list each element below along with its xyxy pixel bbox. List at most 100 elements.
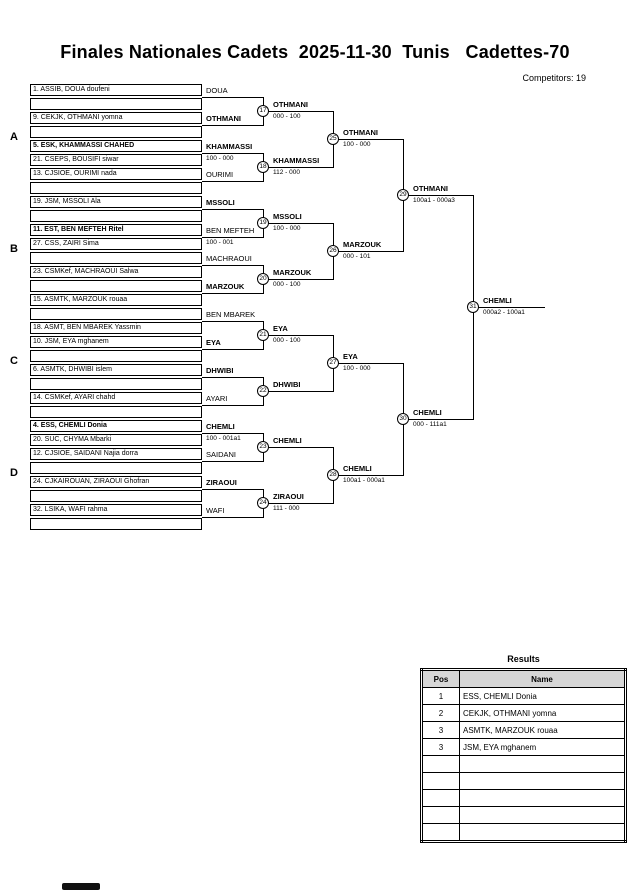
results-col-pos: Pos <box>421 669 460 688</box>
connector-line <box>263 111 333 112</box>
bracket-slot <box>30 462 202 474</box>
bracket-slot <box>30 378 202 390</box>
pool-letter: A <box>10 131 18 143</box>
connector-line <box>202 125 263 126</box>
match-score: 100a1 - 000a1 <box>343 477 385 484</box>
match-number-circle: 29 <box>397 189 409 201</box>
bracket-slot <box>30 126 202 138</box>
match-number-circle: 27 <box>327 357 339 369</box>
winner-label: OTHMANI <box>343 128 378 137</box>
bracket-slot: 15. ASMTK, MARZOUK rouaa <box>30 294 202 306</box>
results-row <box>421 806 626 824</box>
connector-line <box>202 517 263 518</box>
bracket-slot <box>30 350 202 362</box>
bracket-slot: 24. CJKAIROUAN, ZIRAOUI Ghofran <box>30 476 202 488</box>
match-number-circle: 25 <box>327 133 339 145</box>
results-cell <box>421 823 460 842</box>
match-score: 111 - 000 <box>273 505 300 512</box>
winner-label: MACHRAOUI <box>206 254 252 263</box>
match-score: 100 - 000 <box>343 365 371 372</box>
bracket-slot <box>30 308 202 320</box>
winner-label: MSSOLI <box>273 212 302 221</box>
match-number-circle: 17 <box>257 105 269 117</box>
winner-label: ZIRAOUI <box>273 492 304 501</box>
connector-line <box>333 475 403 476</box>
connector-line <box>202 405 263 406</box>
winner-label: SAIDANI <box>206 450 237 459</box>
bracket-slot <box>30 406 202 418</box>
page-title: Finales Nationales Cadets 2025-11-30 Tun… <box>60 42 570 62</box>
connector-line <box>263 503 333 504</box>
results-cell: 2 <box>421 704 460 722</box>
connector-line <box>403 195 473 196</box>
results-row <box>421 772 626 790</box>
winner-label: OTHMANI <box>413 184 448 193</box>
connector-line <box>263 447 333 448</box>
connector-line <box>202 461 263 462</box>
connector-line <box>202 181 263 182</box>
winner-label: CHEMLI <box>343 464 372 473</box>
match-score: 000 - 100 <box>273 281 301 288</box>
connector-line <box>202 433 263 434</box>
results-cell <box>459 772 626 790</box>
pool-letter: C <box>10 355 18 367</box>
match-number-circle: 21 <box>257 329 269 341</box>
results-cell <box>421 755 460 773</box>
bracket-slot: 12. CJSIOE, SAIDANI Najia dorra <box>30 448 202 460</box>
bracket-slot <box>30 518 202 530</box>
match-score: 100 - 000 <box>206 155 234 162</box>
match-number-circle: 23 <box>257 441 269 453</box>
connector-line <box>473 307 545 308</box>
match-score: 000a2 - 100a1 <box>483 309 525 316</box>
match-score: 000 - 100 <box>273 337 301 344</box>
connector-line <box>202 349 263 350</box>
bracket-slot: 27. CSS, ZAIRI Sima <box>30 238 202 250</box>
bracket-slot <box>30 490 202 502</box>
winner-label: KHAMMASSI <box>206 142 253 151</box>
bracket-slot: 20. SUC, CHYMA Mbarki <box>30 434 202 446</box>
results-cell <box>459 823 626 842</box>
connector-line <box>202 489 263 490</box>
winner-label: BEN MEFTEH <box>206 226 255 235</box>
match-score: 112 - 000 <box>273 169 300 176</box>
bracket-slot: 32. LSIKA, WAFI rahma <box>30 504 202 516</box>
match-number-circle: 20 <box>257 273 269 285</box>
match-score: 100 - 001a1 <box>206 435 241 442</box>
match-score: 100a1 - 000a3 <box>413 197 455 204</box>
winner-label: ZIRAOUI <box>206 478 237 487</box>
match-number-circle: 18 <box>257 161 269 173</box>
results-row <box>421 755 626 773</box>
results-header-row: Pos Name <box>421 669 626 688</box>
winner-label: MARZOUK <box>273 268 312 277</box>
bracket-slot <box>30 280 202 292</box>
winner-label: DOUA <box>206 86 228 95</box>
connector-line <box>333 363 403 364</box>
results-cell <box>421 772 460 790</box>
match-score: 100 - 001 <box>206 239 234 246</box>
results-cell: 1 <box>421 687 460 705</box>
results-row <box>421 823 626 842</box>
winner-label: MARZOUK <box>343 240 382 249</box>
results-heading: Results <box>507 654 540 664</box>
winner-label: OTHMANI <box>273 100 308 109</box>
results-cell: ESS, CHEMLI Donia <box>459 687 626 705</box>
bracket-slot: 19. JSM, MSSOLI Ala <box>30 196 202 208</box>
winner-label: MSSOLI <box>206 198 235 207</box>
bracket-slot: 1. ASSIB, DOUA doufeni <box>30 84 202 96</box>
connector-line <box>333 139 403 140</box>
bracket-slot: 13. CJSIOE, OURIMI nada <box>30 168 202 180</box>
results-col-name: Name <box>459 669 626 688</box>
winner-label: DHWIBI <box>273 380 301 389</box>
connector-line <box>202 97 263 98</box>
results-cell <box>459 755 626 773</box>
match-score: 000 - 111a1 <box>413 421 447 428</box>
connector-line <box>202 377 263 378</box>
winner-label: OTHMANI <box>206 114 241 123</box>
match-number-circle: 31 <box>467 301 479 313</box>
results-cell: ASMTK, MARZOUK rouaa <box>459 721 626 739</box>
winner-label: EYA <box>343 352 358 361</box>
